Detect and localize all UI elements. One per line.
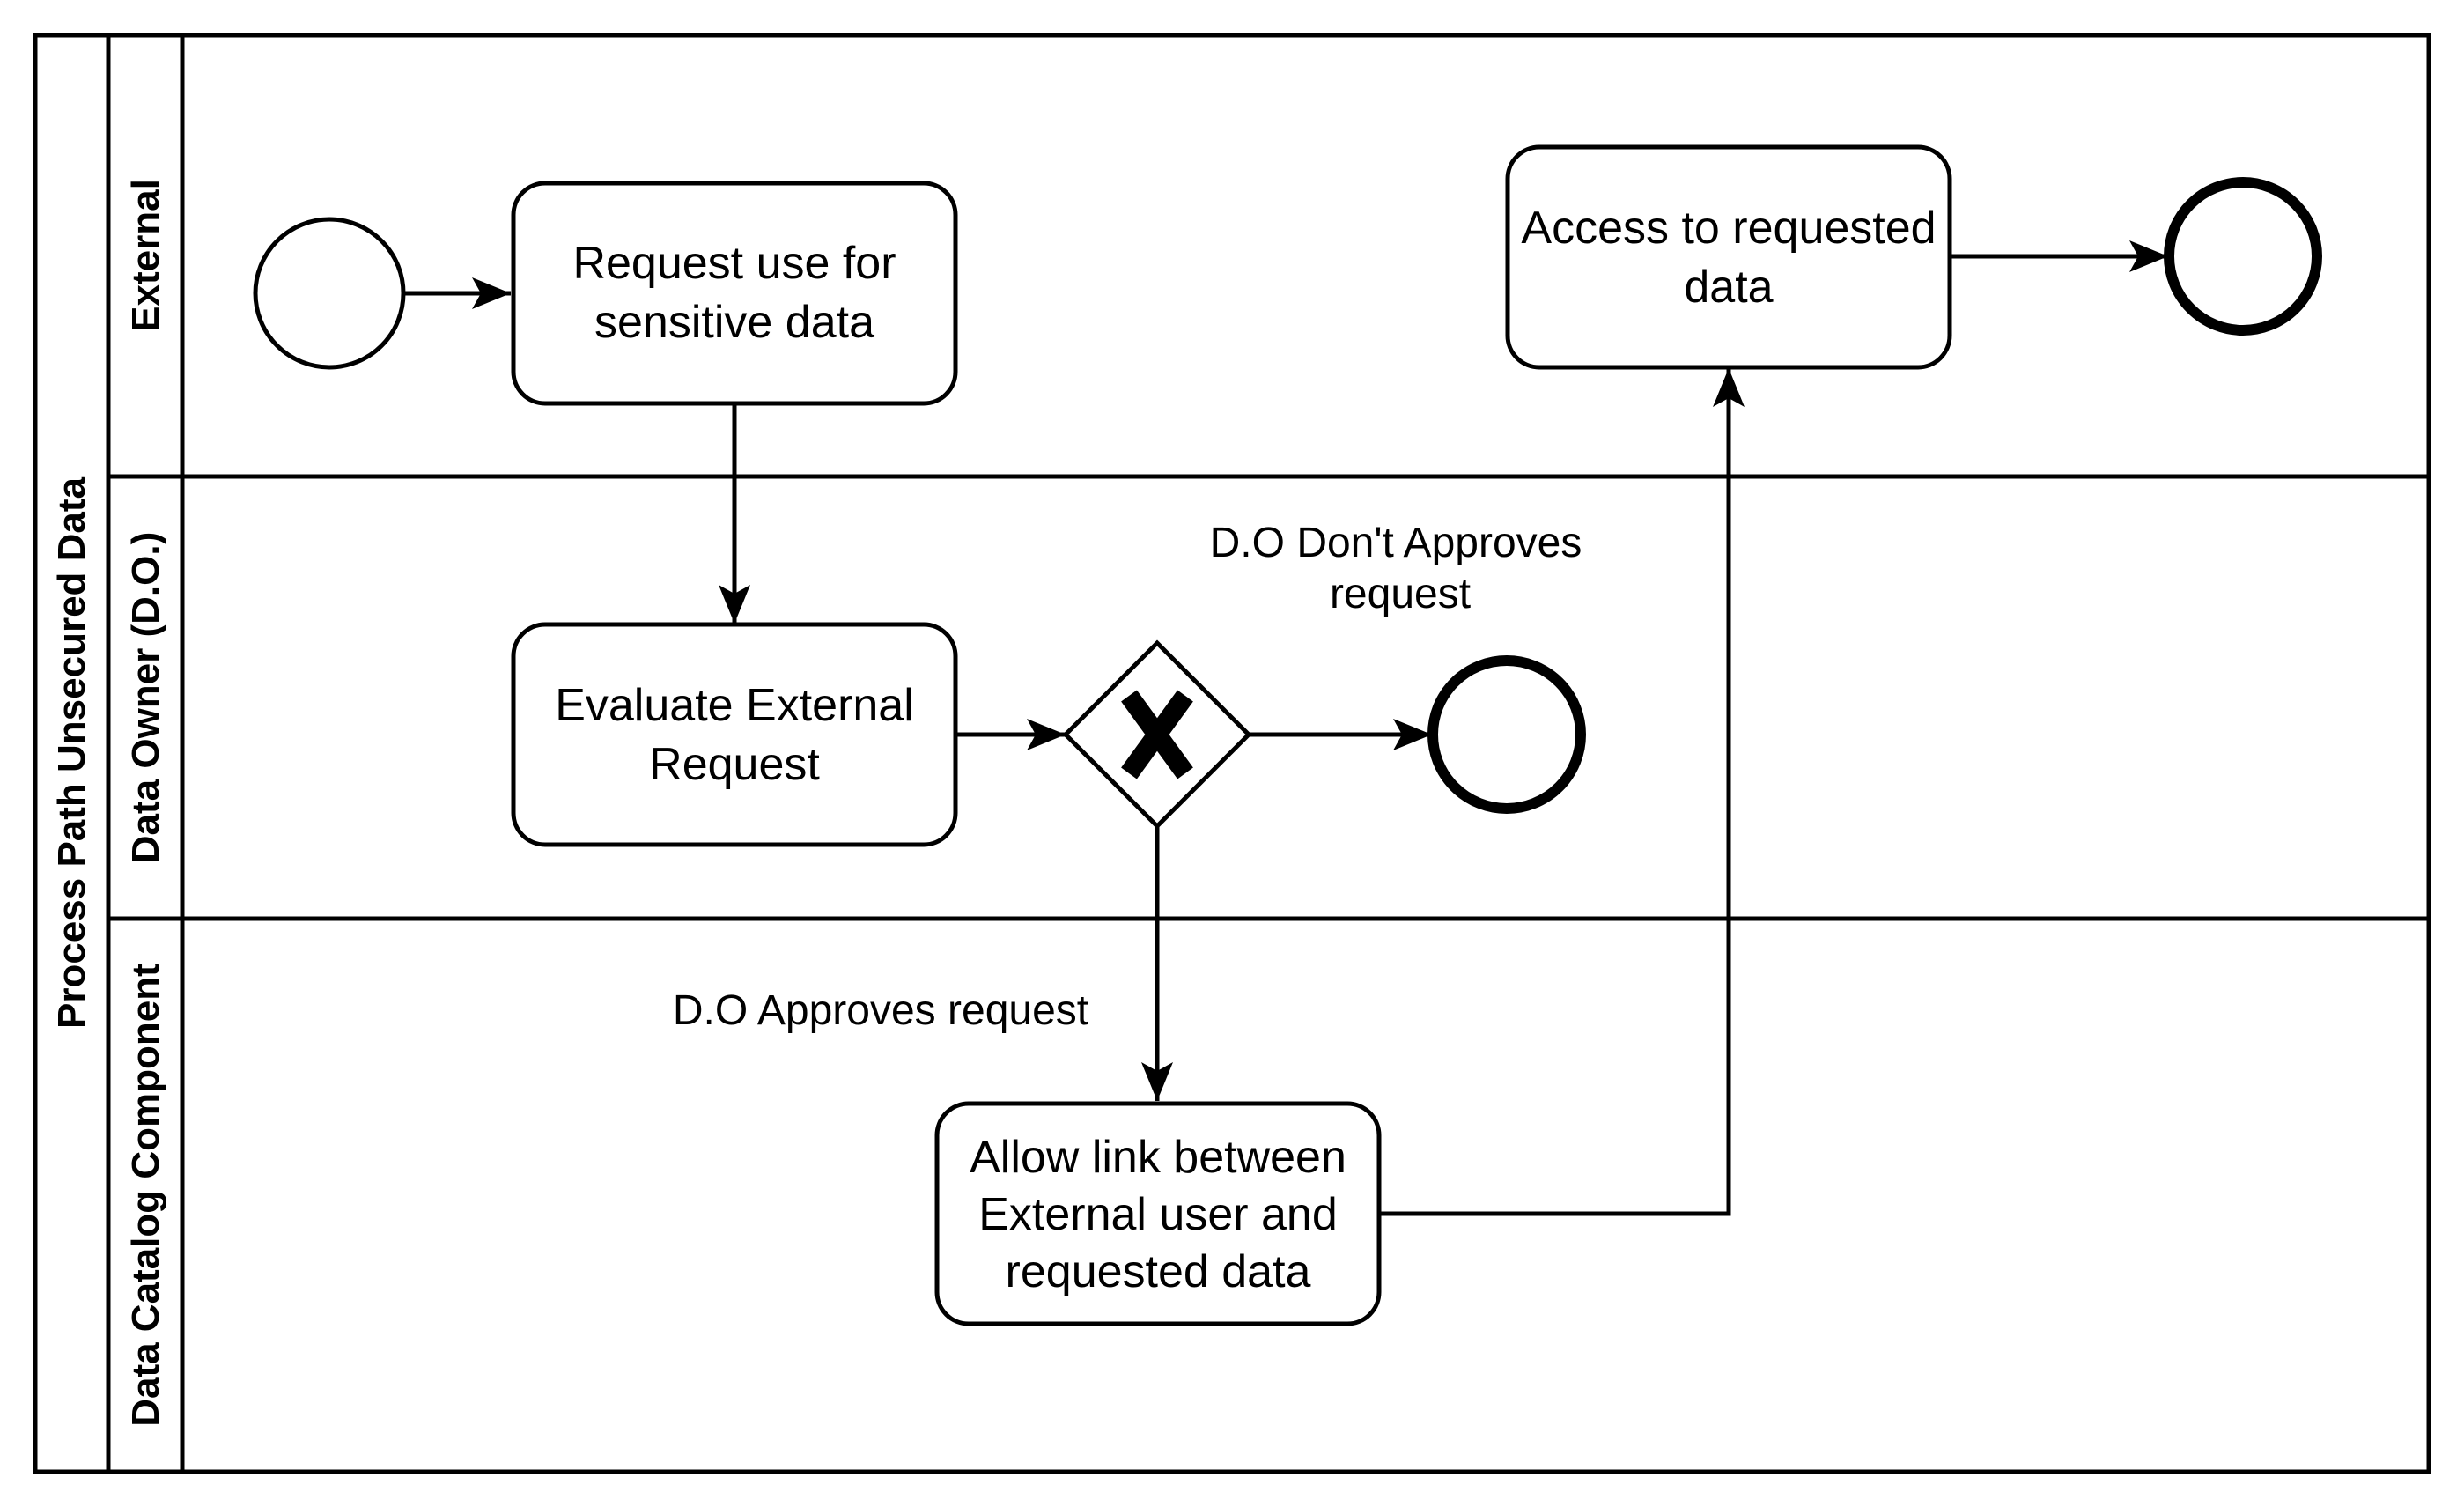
task-access-line-2: data xyxy=(1684,262,1773,313)
end-event-rejected[interactable] xyxy=(1427,655,1586,814)
sequence-flows xyxy=(403,240,2168,1216)
task-allow-line-2: External user and xyxy=(978,1189,1338,1240)
lane-title-external: External xyxy=(124,179,167,332)
task-evaluate-line-2: Request xyxy=(649,739,820,790)
lane-title-data-catalog: Data Catalog Component xyxy=(124,964,167,1427)
end-event-access[interactable] xyxy=(2164,177,2322,336)
task-access-line-1: Access to requested xyxy=(1521,203,1936,254)
task-request-line-2: sensitive data xyxy=(594,297,874,348)
task-allow-line-3: requested data xyxy=(1006,1246,1311,1297)
task-evaluate-line-1: Evaluate External xyxy=(555,680,914,731)
task-request-line-1: Request use for xyxy=(572,238,896,289)
task-allow[interactable]: Allow link between External user and req… xyxy=(934,1101,1382,1326)
edge-label-rejected-line-1: D.O Don't Approves xyxy=(1210,520,1582,566)
edge-label-rejected-line-2: request xyxy=(1330,571,1471,617)
gateway-x-icon xyxy=(1121,690,1193,779)
task-allow-line-1: Allow link between xyxy=(970,1132,1346,1183)
task-request[interactable]: Request use for sensitive data xyxy=(511,181,958,406)
task-evaluate[interactable]: Evaluate External Request xyxy=(511,622,958,847)
pool-title: Process Path Unsecured Data xyxy=(50,476,93,1029)
lane-title-data-owner: Data Owner (D.O.) xyxy=(124,532,167,864)
start-event[interactable] xyxy=(253,217,406,370)
exclusive-gateway[interactable] xyxy=(1062,639,1252,830)
edge-label-approved: D.O Approves request xyxy=(673,987,1088,1034)
flow-allow-to-access[interactable] xyxy=(1379,368,1745,1216)
task-access[interactable]: Access to requested data xyxy=(1505,144,1952,370)
